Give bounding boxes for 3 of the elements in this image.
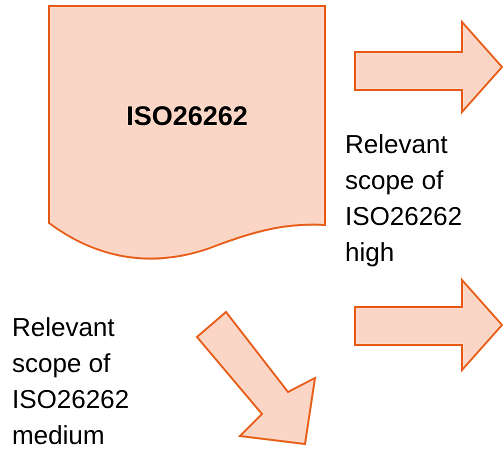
document-title: ISO26262	[126, 101, 248, 133]
scope-label: Relevant scope of ISO26262 medium	[12, 311, 130, 452]
scope-label: Relevant scope of ISO26262 high	[345, 128, 464, 269]
